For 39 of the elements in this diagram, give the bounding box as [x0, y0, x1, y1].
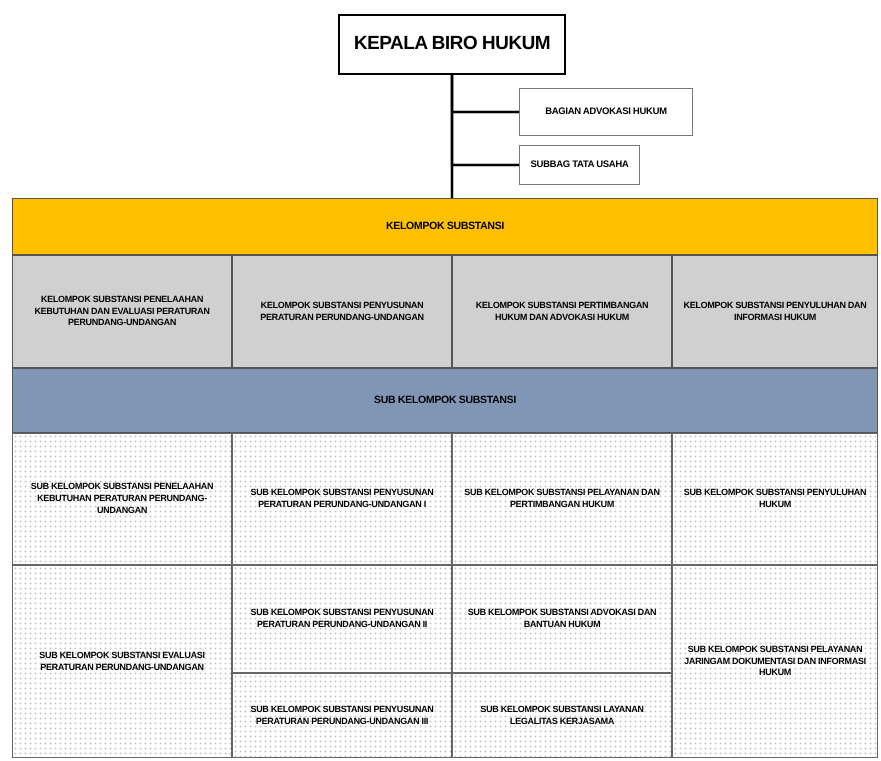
subgroup-cell: [452, 433, 672, 565]
org-unit-name: KELOMPOK SUBSTANSI PENYUSUNAN PERATURAN PERUNDANG-UNDANGAN: [259, 300, 425, 324]
org-unit-name: KELOMPOK SUBSTANSI PERTIMBANGAN HUKUM DAN ADVOKASI HUKUM: [474, 300, 650, 324]
unit-box: [519, 88, 693, 136]
group-cell: [452, 255, 672, 368]
org-unit-name: SUB KELOMPOK SUBSTANSI PENYULUHAN HUKUM: [682, 487, 868, 511]
group-cell: [12, 255, 232, 368]
org-unit-name: SUB KELOMPOK SUBSTANSI PENELAAHAN KEBUTUHAN PERATURAN PERUNDANG-UNDANGAN: [30, 481, 214, 517]
group-cell: [672, 255, 878, 368]
org-unit-name: KEPALA BIRO HUKUM: [354, 32, 550, 56]
subgroup-cell: [232, 565, 452, 673]
section-band: [12, 368, 878, 433]
subgroup-cell: [232, 673, 452, 758]
subgroup-cell: [12, 433, 232, 565]
subgroup-cell: [452, 565, 672, 673]
subgroup-cell: [672, 433, 878, 565]
org-unit-name: SUB KELOMPOK SUBSTANSI EVALUASI PERATURAN PERUNDANG-UNDANGAN: [38, 650, 206, 674]
org-unit-name: SUB KELOMPOK SUBSTANSI ADVOKASI DAN BANTUAN HUKUM: [466, 607, 658, 631]
group-cell: [232, 255, 452, 368]
org-unit-name: SUBBAG TATA USAHA: [530, 158, 628, 172]
org-unit-name: KELOMPOK SUBSTANSI: [386, 220, 504, 234]
org-unit-name: SUB KELOMPOK SUBSTANSI PENYUSUNAN PERATURAN PERUNDANG-UNDANGAN III: [250, 704, 434, 728]
head-box: [338, 14, 566, 75]
subgroup-cell: [232, 433, 452, 565]
org-unit-name: KELOMPOK SUBSTANSI PENYULUHAN DAN INFORMASI HUKUM: [682, 300, 868, 324]
org-unit-name: SUB KELOMPOK SUBSTANSI: [374, 394, 516, 408]
org-unit-name: BAGIAN ADVOKASI HUKUM: [545, 106, 667, 118]
section-band: [12, 198, 878, 255]
org-unit-name: SUB KELOMPOK SUBSTANSI LAYANAN LEGALITAS KERJASAMA: [479, 704, 645, 728]
unit-box: [519, 145, 640, 185]
connector-line: [450, 75, 454, 198]
subgroup-cell: [672, 565, 878, 758]
org-unit-name: SUB KELOMPOK SUBSTANSI PELAYANAN JARINGAM DOKUMENTASI DAN INFORMASI HUKUM: [683, 644, 867, 680]
org-unit-name: SUB KELOMPOK SUBSTANSI PENYUSUNAN PERATURAN PERUNDANG-UNDANGAN II: [250, 607, 434, 631]
org-unit-name: SUB KELOMPOK SUBSTANSI PENYUSUNAN PERATURAN PERUNDANG-UNDANGAN I: [250, 487, 434, 511]
org-unit-name: KELOMPOK SUBSTANSI PENELAAHAN KEBUTUHAN DAN EVALUASI PERATURAN PERUNDANG-UNDANGAN: [33, 294, 211, 330]
subgroup-cell: [12, 565, 232, 758]
org-unit-name: SUB KELOMPOK SUBSTANSI PELAYANAN DAN PERTIMBANGAN HUKUM: [463, 487, 661, 511]
subgroup-cell: [452, 673, 672, 758]
